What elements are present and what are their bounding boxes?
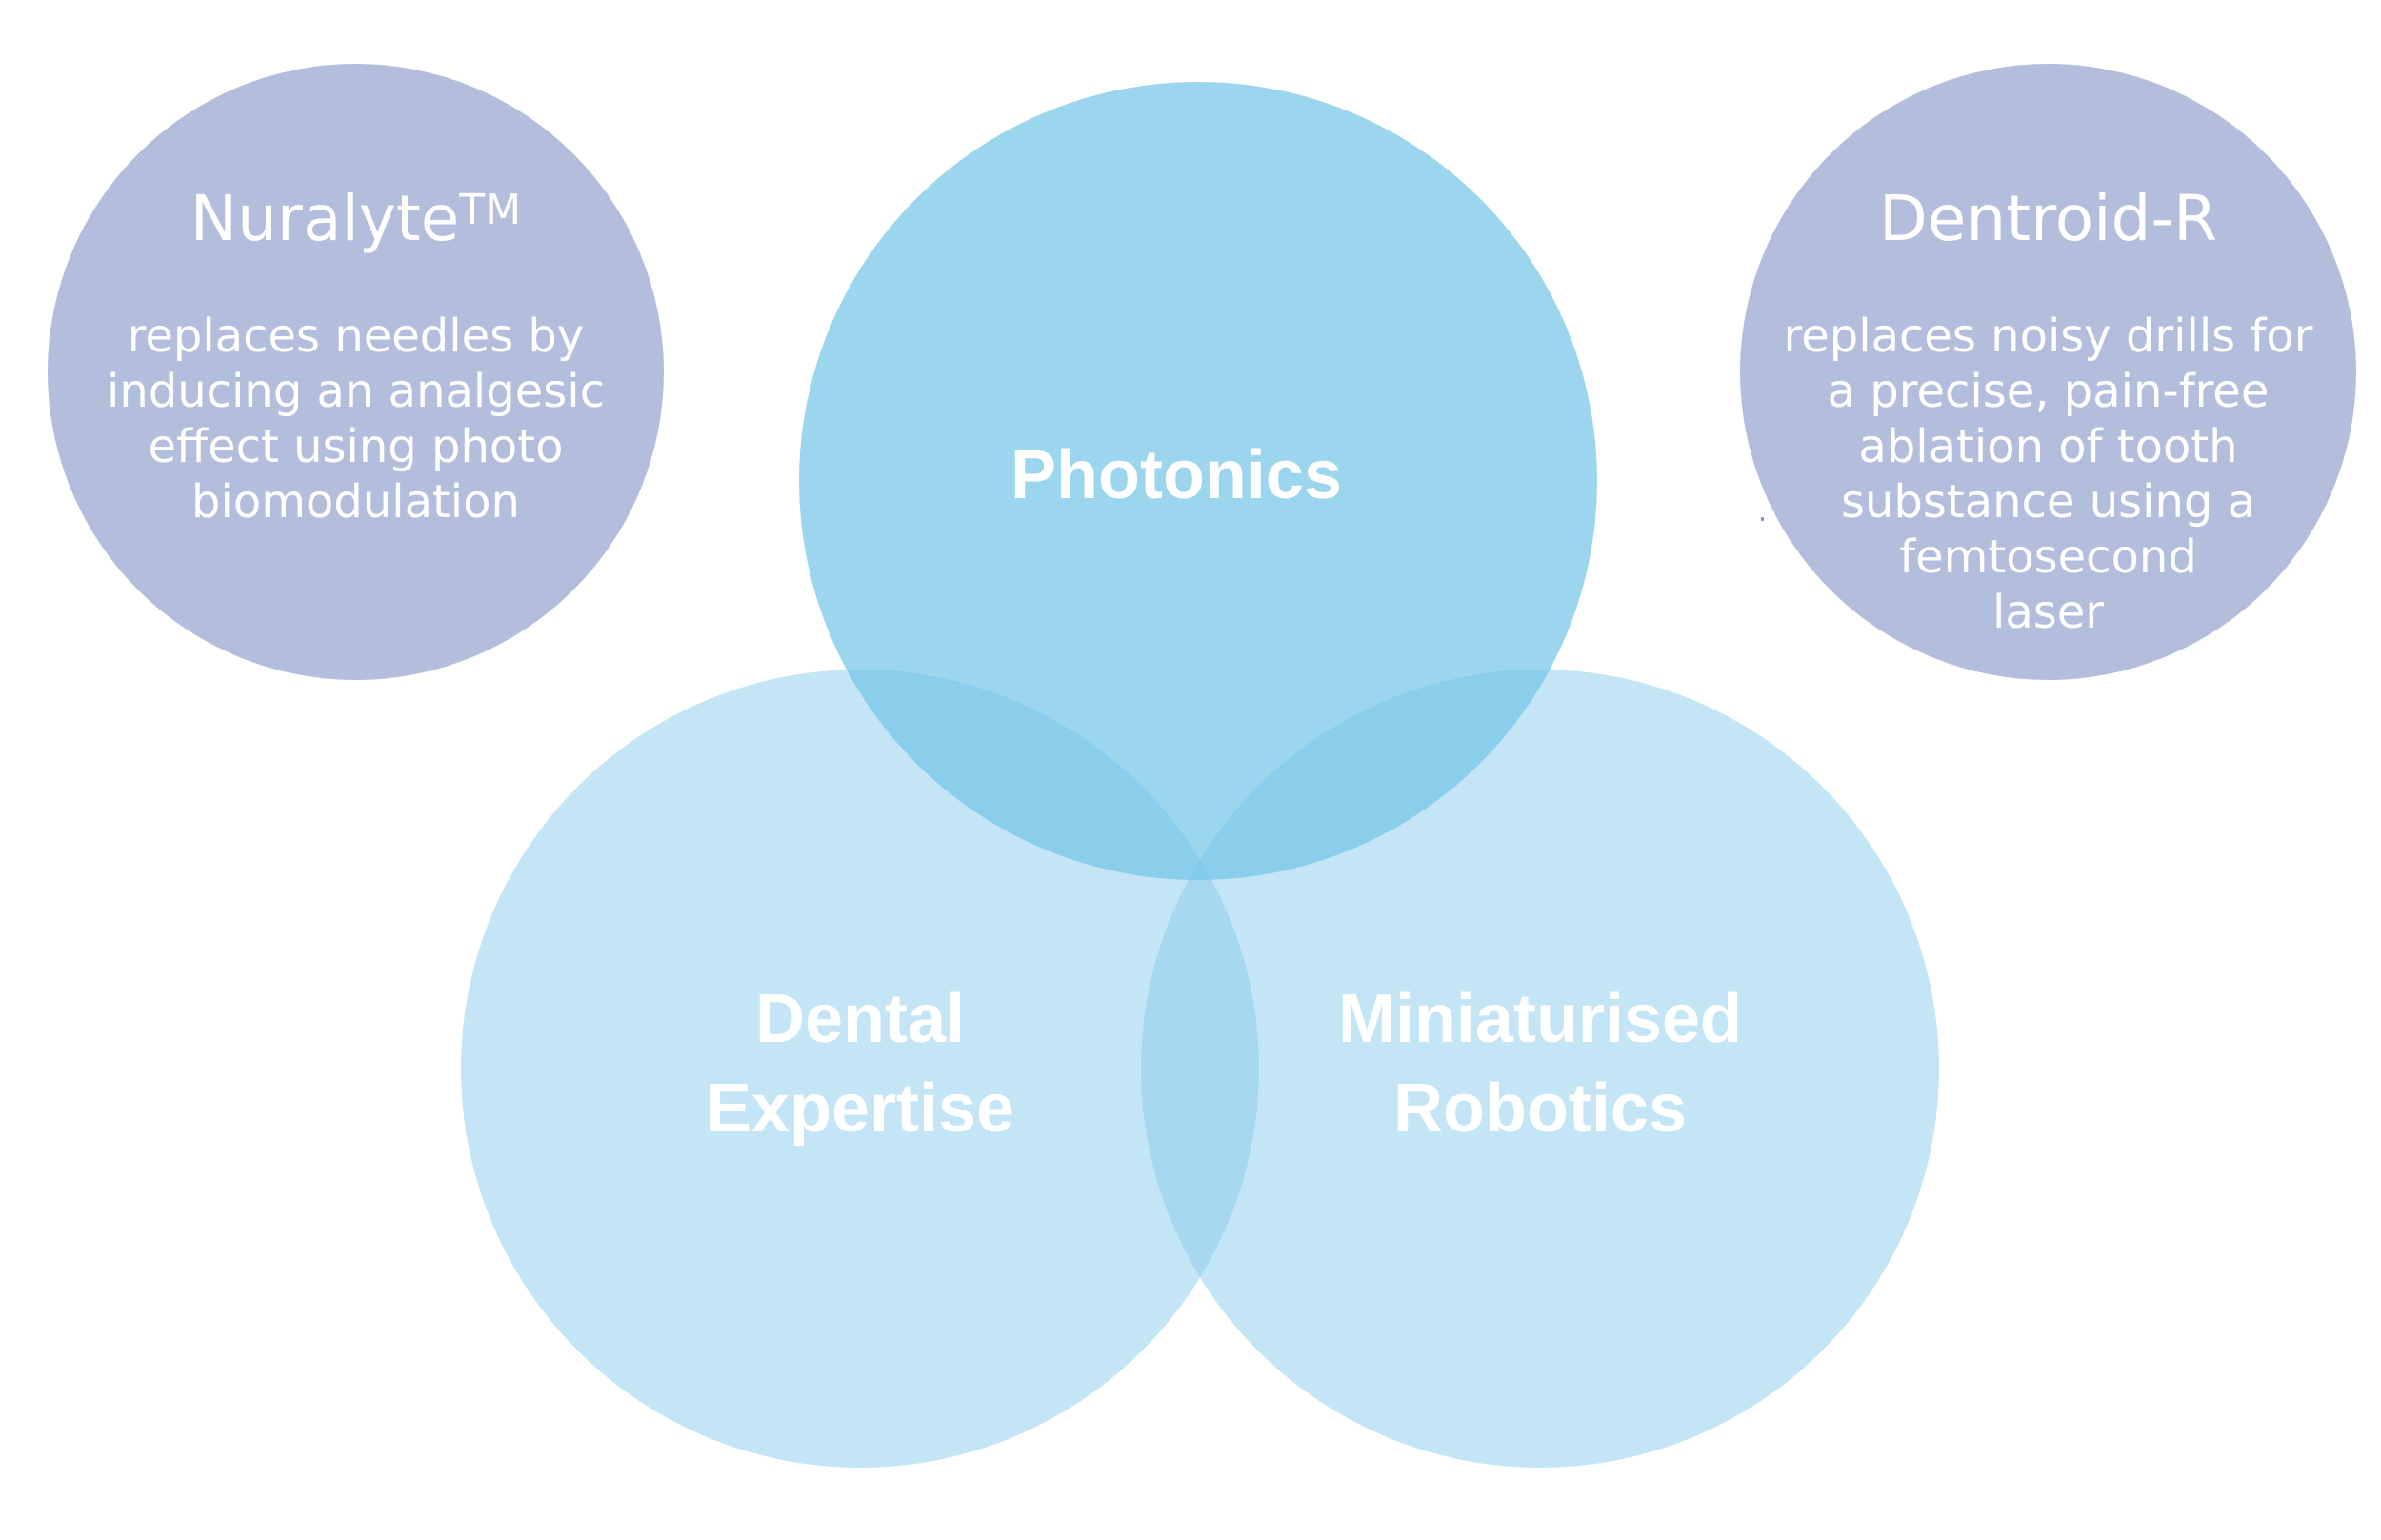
nuralyte-product-circle: NuralyteTM replaces needles by inducing …: [48, 64, 664, 680]
dentroid-r-description-line-2: a precise, pain-free: [1827, 365, 2270, 418]
miniaturised-robotics-label: Miniaturised Robotics: [1254, 974, 1826, 1153]
photonics-label: Photonics: [890, 430, 1462, 520]
nuralyte-title-text: Nuralyte: [190, 182, 460, 255]
nuralyte-description-line-4: biomodulation: [191, 475, 520, 529]
miniaturised-robotics-label-line-1: Miniaturised: [1337, 981, 1743, 1057]
dentroid-r-title: Dentroid-R: [1878, 182, 2218, 255]
dental-expertise-label-line-1: Dental: [754, 981, 966, 1057]
trademark-mark: TM: [459, 186, 522, 234]
dentroid-r-description: replaces noisy drills for a precise, pai…: [1740, 309, 2356, 640]
photonics-label-line: Photonics: [1010, 437, 1342, 513]
nuralyte-description: replaces needles by inducing an analgesi…: [48, 309, 664, 530]
photonics-circle: [799, 82, 1597, 880]
nuralyte-description-line-1: replaces needles by: [127, 310, 585, 363]
dentroid-r-product-circle: Dentroid-R replaces noisy drills for a p…: [1740, 64, 2356, 680]
dentroid-r-description-line-3: ablation of tooth: [1858, 420, 2238, 473]
nuralyte-description-line-3: effect using photo: [148, 420, 564, 473]
nuralyte-description-line-2: inducing an analgesic: [107, 365, 605, 418]
stray-mark: [1761, 517, 1764, 521]
dentroid-r-description-line-5: femtosecond: [1899, 530, 2197, 584]
dental-expertise-label-line-2: Expertise: [705, 1070, 1015, 1147]
miniaturised-robotics-label-line-2: Robotics: [1392, 1070, 1687, 1147]
dentroid-r-description-line-1: replaces noisy drills for: [1783, 310, 2313, 363]
dentroid-r-description-line-4: substance using a: [1840, 475, 2256, 529]
dental-expertise-label: Dental Expertise: [574, 974, 1146, 1153]
nuralyte-title: NuralyteTM: [48, 188, 664, 250]
dentroid-r-description-line-6: laser: [1991, 586, 2105, 639]
